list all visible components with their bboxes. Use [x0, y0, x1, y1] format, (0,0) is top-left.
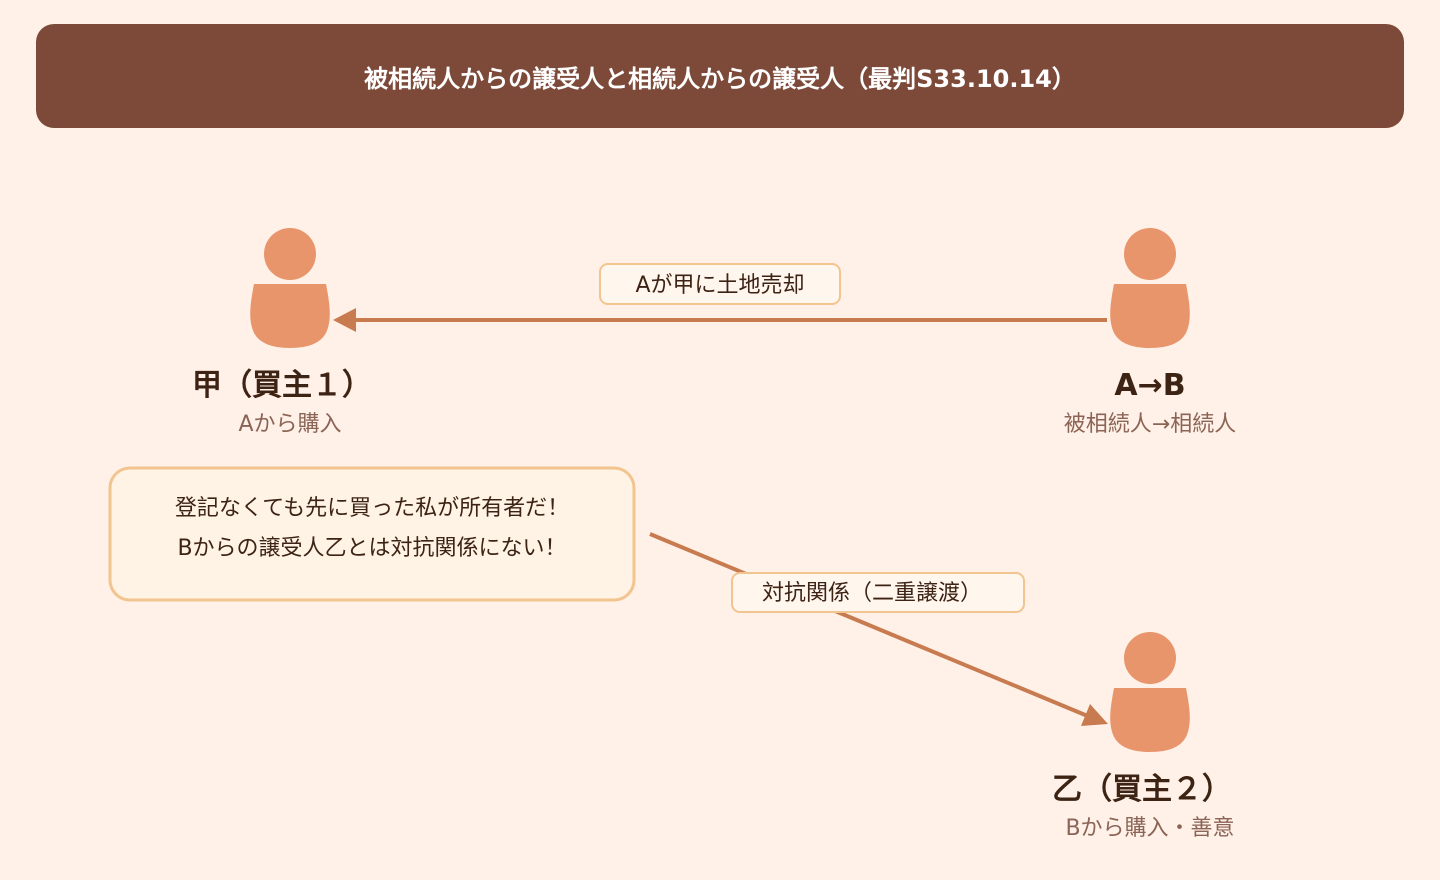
arrow-conflict: [649, 532, 1108, 726]
svg-text:Bから購入・善意: Bから購入・善意: [1065, 816, 1234, 841]
speech-box: 登記なくても先に買った私が所有者だ！ Bからの譲受人乙とは対抗関係にない！: [108, 466, 636, 602]
svg-text:Aから購入: Aから購入: [238, 412, 341, 437]
person-icon: [1110, 632, 1190, 752]
svg-text:乙（買主２）: 乙（買主２）: [1052, 772, 1232, 807]
svg-text:被相続人→相続人: 被相続人→相続人: [1064, 412, 1236, 437]
person-icon: [250, 228, 330, 348]
svg-text:甲（買主１）: 甲（買主１）: [192, 368, 372, 403]
person-otsu: 乙（買主２） Bから購入・善意: [1052, 632, 1235, 841]
svg-text:対抗関係（二重譲渡）: 対抗関係（二重譲渡）: [762, 581, 982, 606]
title-banner: 被相続人からの譲受人と相続人からの譲受人（最判S33.10.14）: [36, 24, 1404, 128]
arrow-label-sale: Aが甲に土地売却: [599, 263, 841, 305]
arrow-label-conflict: 対抗関係（二重譲渡）: [731, 572, 1025, 613]
svg-text:Bからの譲受人乙とは対抗関係にない！: Bからの譲受人乙とは対抗関係にない！: [177, 536, 566, 561]
person-icon: [1110, 228, 1190, 348]
person-kou: 甲（買主１） Aから購入: [192, 228, 372, 437]
svg-text:登記なくても先に買った私が所有者だ！: 登記なくても先に買った私が所有者だ！: [175, 496, 569, 521]
arrow-sale-a-to-kou: [333, 308, 1107, 332]
diagram-title: 被相続人からの譲受人と相続人からの譲受人（最判S33.10.14）: [364, 64, 1076, 93]
svg-text:A→B: A→B: [1114, 368, 1185, 403]
svg-text:Aが甲に土地売却: Aが甲に土地売却: [635, 273, 804, 298]
person-a-b: A→B 被相続人→相続人: [1064, 228, 1236, 437]
